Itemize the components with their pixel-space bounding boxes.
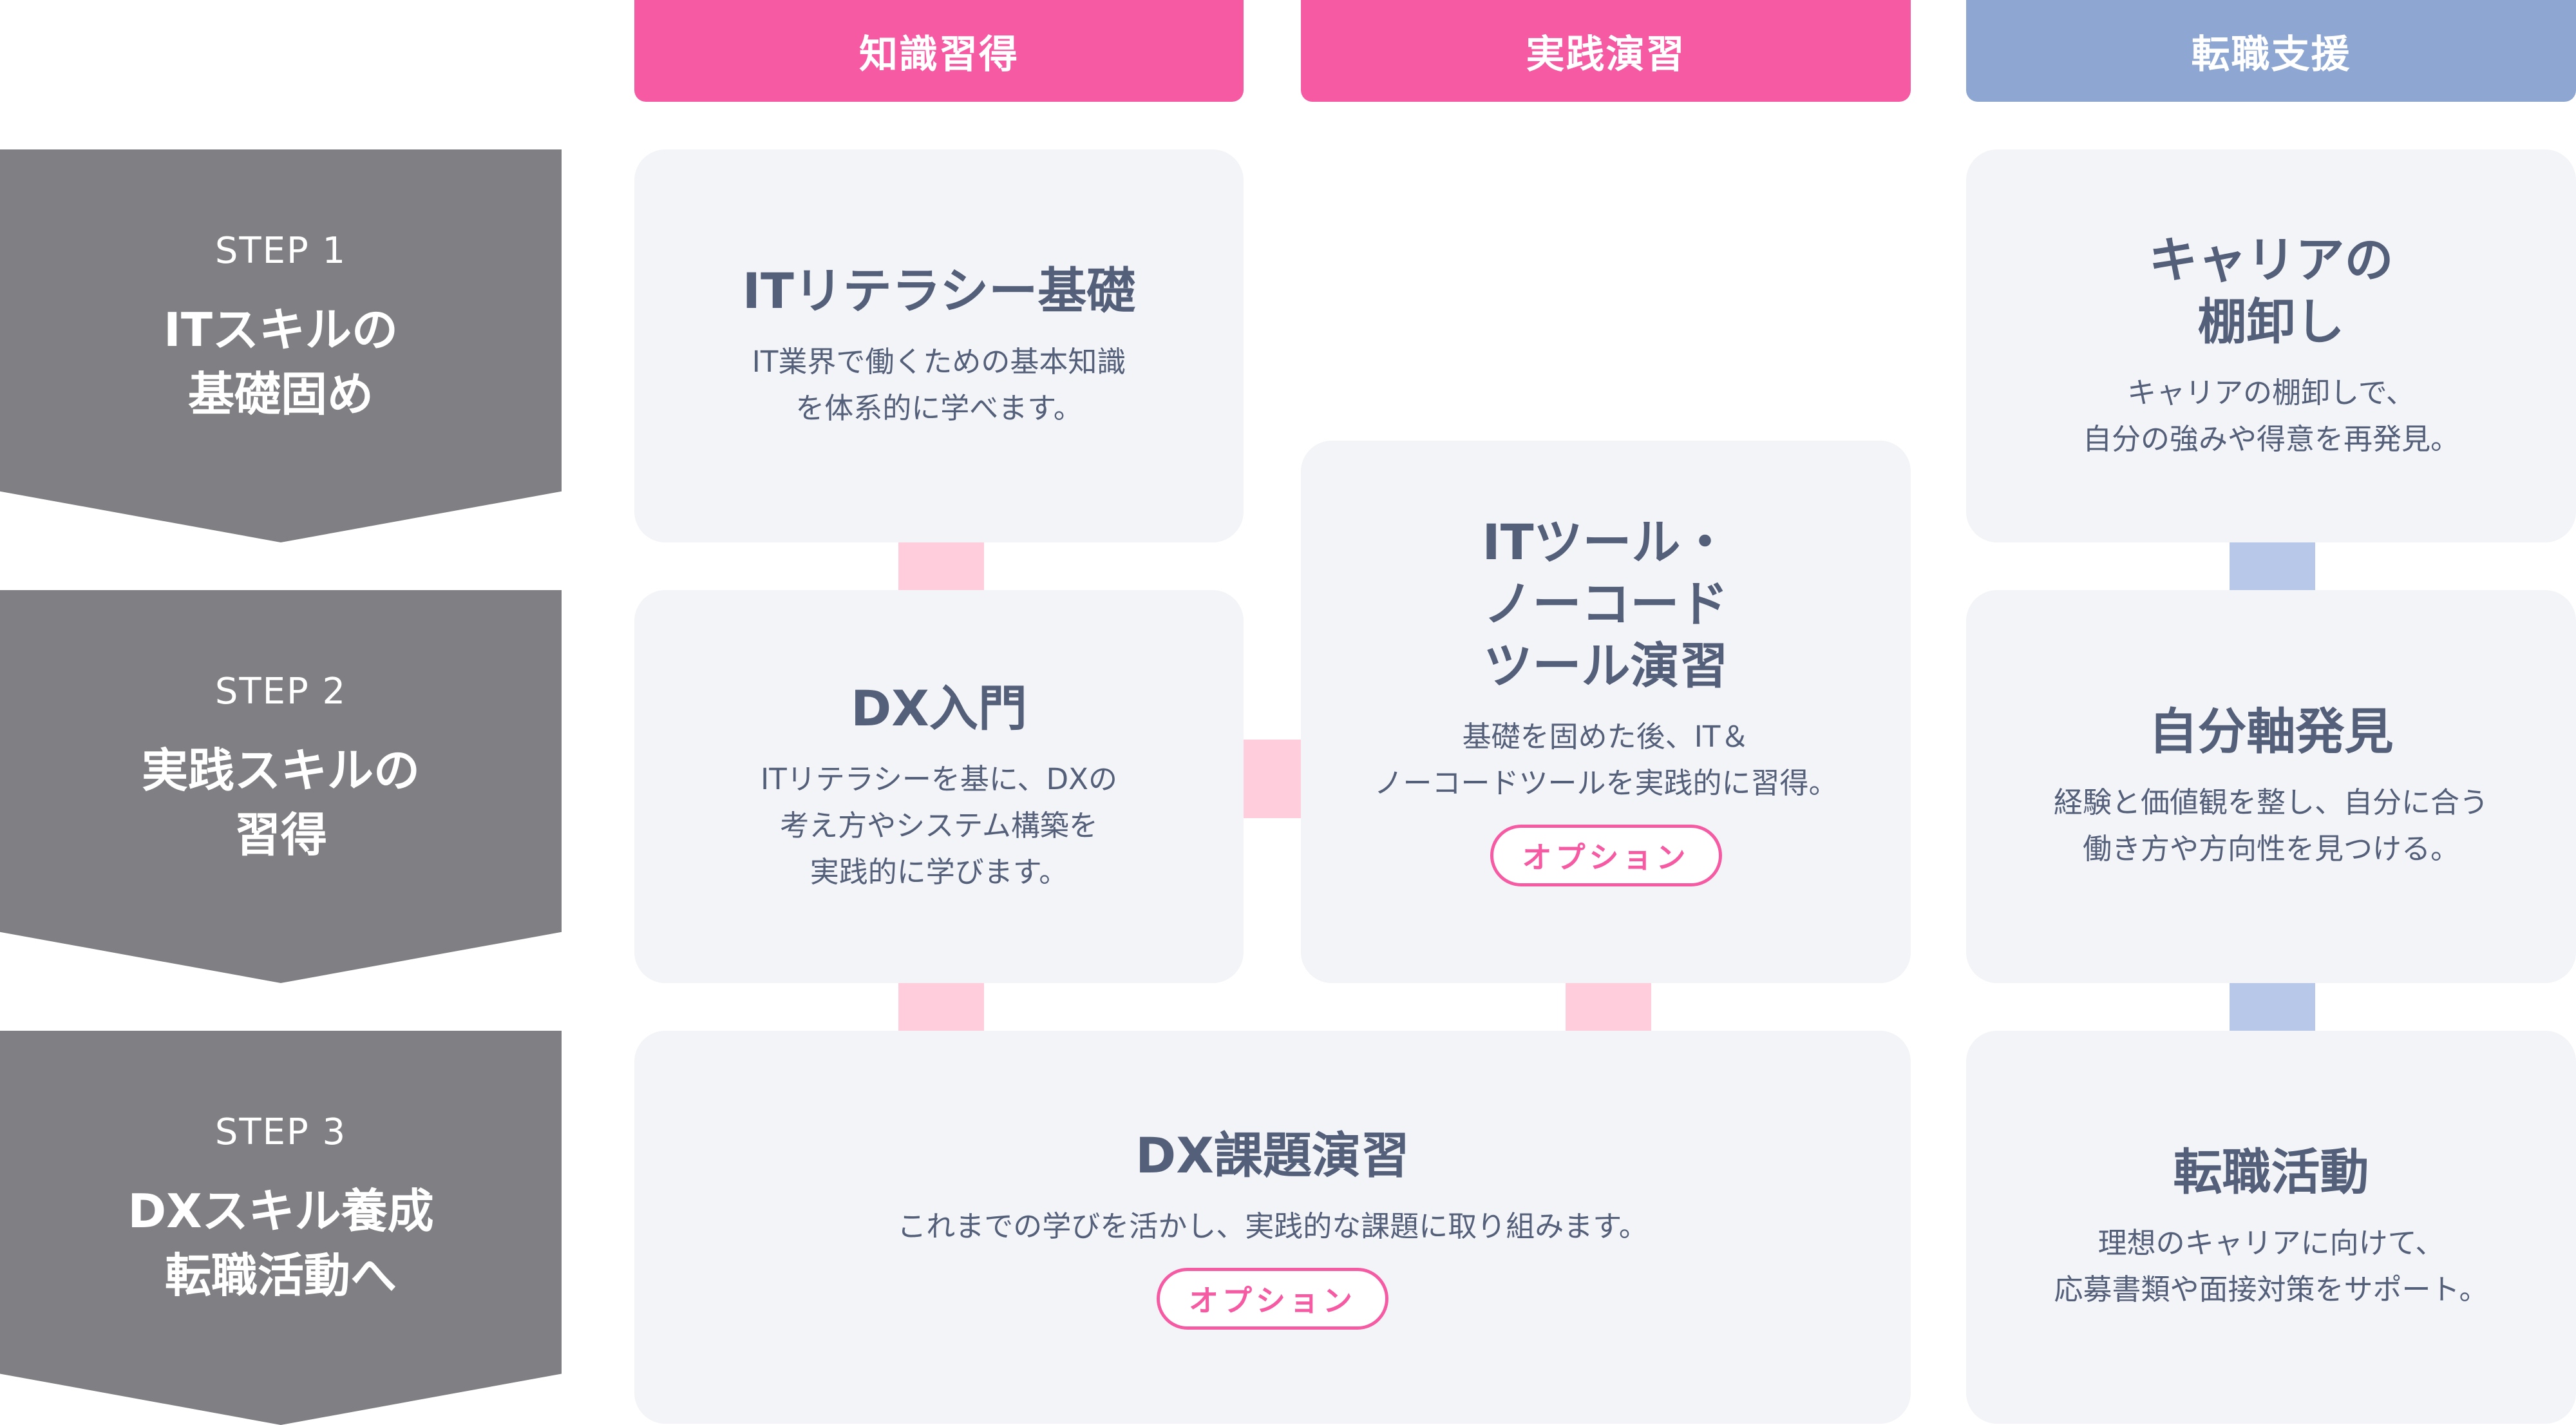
card-title: DX入門 [851,680,1027,737]
card-dx-practice: DX課題演習 これまでの学びを活かし、実践的な課題に取り組みます。 オプション [634,1031,1911,1424]
card-dx-intro: DX入門 ITリテラシーを基に、DXの 考え方やシステム構築を 実践的に学びます… [634,590,1244,983]
step-title: ITスキルの 基礎固め [164,303,398,421]
card-self-axis: 自分軸発見 経験と価値観を整し、自分に合う 働き方や方向性を見つける。 [1966,590,2576,983]
step-label: STEP 3 [214,1111,347,1153]
card-desc: 理想のキャリアに向けて、 応募書類や面接対策をサポート。 [2054,1226,2488,1306]
step-title: 実践スキルの 習得 [141,743,420,862]
card-desc: ITリテラシーを基に、DXの 考え方やシステム構築を 実践的に学びます。 [761,762,1117,889]
card-job-change: 転職活動 理想のキャリアに向けて、 応募書類や面接対策をサポート。 [1966,1031,2576,1424]
connector [1566,983,1651,1031]
step-label: STEP 1 [214,230,347,272]
connector [898,542,984,590]
card-it-literacy: ITリテラシー基礎 IT業界で働くための基本知識 を体系的に学べます。 [634,149,1244,542]
card-career-inventory: キャリアの 棚卸し キャリアの棚卸しで、 自分の強みや得意を再発見。 [1966,149,2576,542]
card-desc: キャリアの棚卸しで、 自分の強みや得意を再発見。 [2082,376,2459,456]
card-desc: 基礎を固めた後、IT＆ ノーコードツールを実践的に習得。 [1374,720,1838,800]
connector [1244,740,1301,818]
card-desc: 経験と価値観を整し、自分に合う 働き方や方向性を見つける。 [2053,785,2488,866]
card-it-tools: ITツール・ ノーコード ツール演習 基礎を固めた後、IT＆ ノーコードツールを… [1301,441,1911,983]
card-title: DX課題演習 [1135,1127,1410,1184]
card-desc: これまでの学びを活かし、実践的な課題に取り組みます。 [897,1209,1648,1243]
card-desc: IT業界で働くための基本知識 を体系的に学べます。 [752,345,1126,425]
card-title: 転職活動 [2173,1143,2369,1201]
column-header-knowledge: 知識習得 [634,0,1244,102]
card-title: 自分軸発見 [2148,703,2394,760]
connector [2230,983,2315,1031]
step-2-arrow: STEP 2 実践スキルの 習得 [0,590,562,983]
step-label: STEP 2 [214,671,347,712]
option-badge: オプション [1157,1268,1388,1330]
connector [2230,542,2315,590]
option-badge: オプション [1490,825,1722,886]
card-title: ITツール・ ノーコード ツール演習 [1482,513,1730,694]
step-3-arrow: STEP 3 DXスキル養成 転職活動へ [0,1031,562,1425]
card-title: ITリテラシー基礎 [742,262,1136,320]
column-header-career-support: 転職支援 [1966,0,2576,102]
connector [898,983,984,1031]
step-1-arrow: STEP 1 ITスキルの 基礎固め [0,149,562,542]
step-title: DXスキル養成 転職活動へ [128,1184,434,1303]
card-title: キャリアの 棚卸し [2148,231,2394,350]
column-header-practice: 実践演習 [1301,0,1911,102]
